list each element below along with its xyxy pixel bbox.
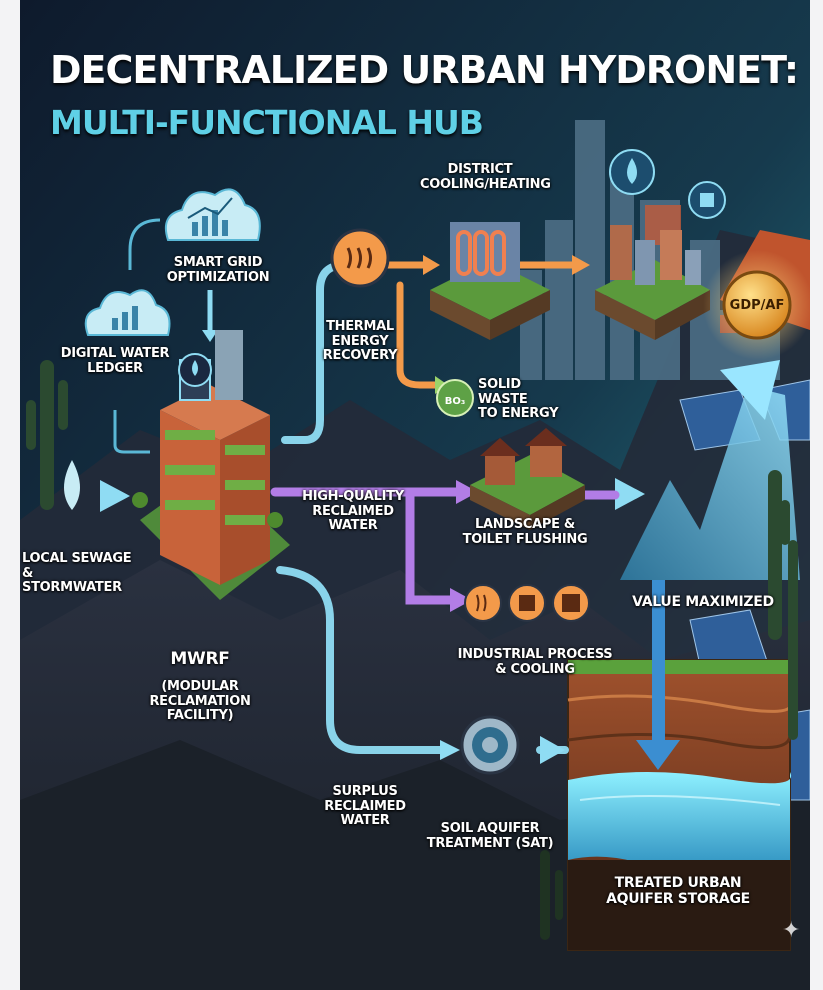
city-island <box>595 225 710 340</box>
gear-icon <box>460 715 520 775</box>
mwrf-subtitle-label: (MODULAR RECLAMATION FACILITY) <box>149 679 251 724</box>
digital-ledger-label: DIGITAL WATER LEDGER <box>60 346 170 376</box>
mwrf-title-label: MWRF <box>170 649 230 669</box>
page-title: DECENTRALIZED URBAN HYDRONET: <box>50 48 799 92</box>
solid-waste-energy-icon: BO₃ <box>436 379 474 417</box>
chip-icon <box>508 584 546 622</box>
value-maximized-label: VALUE MAXIMIZED <box>632 594 774 610</box>
surplus-water-label: SURPLUS RECLAIMED WATER <box>324 784 406 829</box>
solid-waste-label: SOLID WASTE TO ENERGY <box>478 377 559 422</box>
water-drop-icon <box>64 460 80 510</box>
houses-island <box>470 428 585 530</box>
heat-exchanger-icon <box>464 584 502 622</box>
industrial-label: INDUSTRIAL PROCESS & COOLING <box>457 647 613 677</box>
gdp-badge-label: GDP/AF <box>729 298 785 313</box>
mwrf-building <box>132 330 290 600</box>
water-drop-icon <box>609 149 655 195</box>
district-cooling-label: DISTRICT COOLING/HEATING <box>420 162 551 192</box>
infographic: BO₃ DECENTRALIZED URBA <box>20 0 810 990</box>
landscape-label: LANDSCAPE & TOILET FLUSHING <box>462 517 588 547</box>
high-quality-water-label: HIGH-QUALITY RECLAIMED WATER <box>302 489 404 534</box>
heat-exchanger-icon <box>330 228 390 288</box>
soil-aquifer-label: SOIL AQUIFER TREATMENT (SAT) <box>426 821 554 851</box>
chip-icon <box>688 181 726 219</box>
aquifer-cross-section <box>567 659 793 951</box>
local-sewage-label: LOCAL SEWAGE & STORMWATER <box>22 551 132 596</box>
thermal-energy-label: THERMAL ENERGY RECOVERY <box>322 319 398 364</box>
solar-panel-icon <box>552 584 590 622</box>
smart-grid-label: SMART GRID OPTIMIZATION <box>166 255 270 285</box>
bo3-badge: BO₃ <box>445 396 466 407</box>
cloud-chart-icon <box>84 289 171 336</box>
gdp-badge-icon <box>703 250 810 360</box>
district-cooling-island <box>430 222 550 340</box>
page-subtitle: MULTI-FUNCTIONAL HUB <box>50 103 484 142</box>
aquifer-storage-label: TREATED URBAN AQUIFER STORAGE <box>606 875 750 907</box>
value-growth-arrow <box>620 360 800 770</box>
sparkle-icon: ✦ <box>782 918 801 943</box>
cloud-chart-icon <box>164 188 261 241</box>
infographic-artwork: BO₃ <box>20 0 810 990</box>
